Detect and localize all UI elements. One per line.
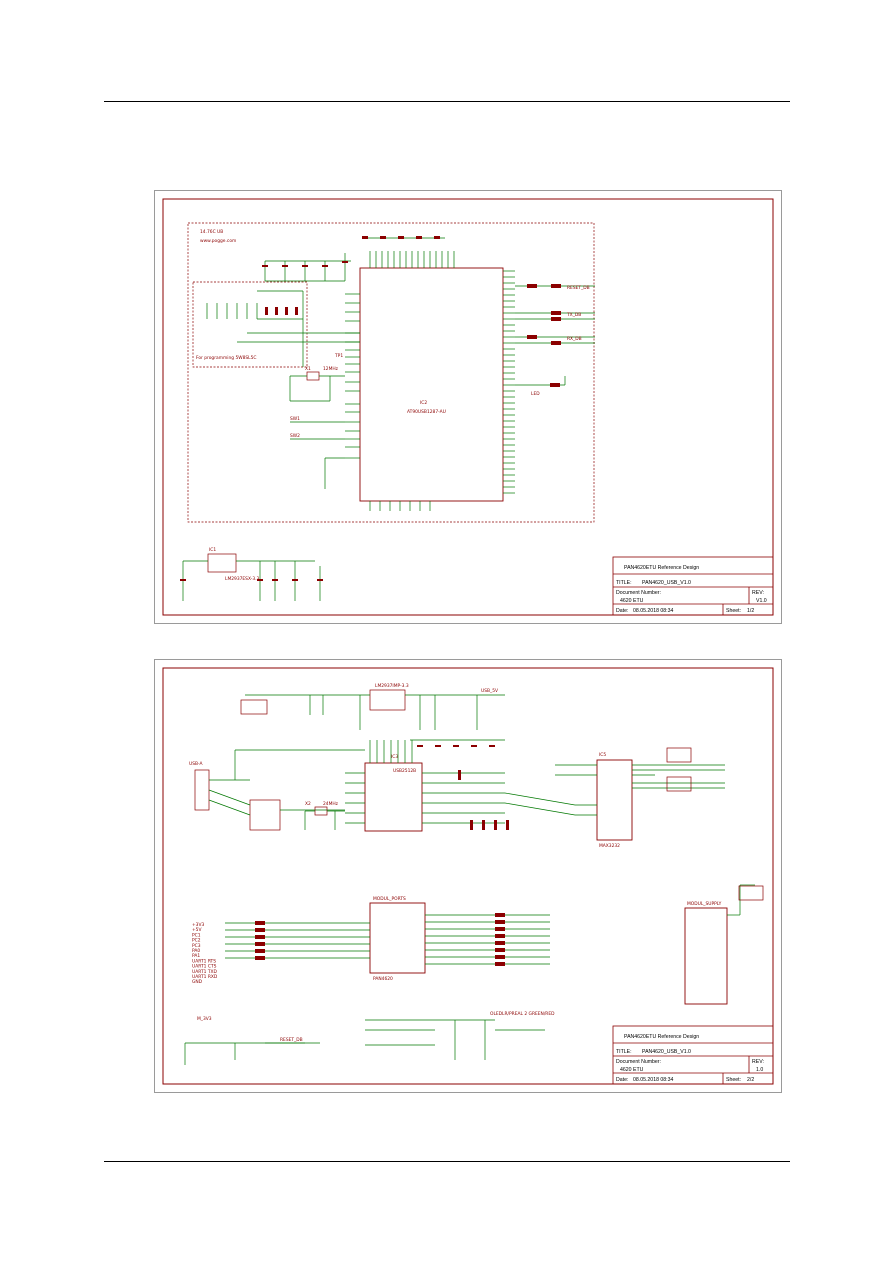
net-rx-db: RX_DB xyxy=(567,336,582,342)
schematic-sheet-1: 14.76C UB www.pogge.com For programming … xyxy=(154,190,782,624)
connector-pin-label: PA0 xyxy=(192,948,200,954)
connector-pin-label: +3V3 xyxy=(192,922,204,928)
crystal-freq: 12MHz xyxy=(323,366,339,372)
connector-pin-label: UART1 RXD xyxy=(192,974,218,980)
title-block-2 xyxy=(612,1025,774,1085)
rs232-body xyxy=(596,759,633,841)
module-ports-label: MODUL_PORTS xyxy=(373,896,406,902)
rs232-ref: IC5 xyxy=(599,752,606,758)
crystal-2-ref: X2 xyxy=(305,801,311,807)
tb2-doc-value: 4620 ETU xyxy=(620,1067,644,1073)
tb2-title-label: TITLE: xyxy=(616,1049,632,1055)
tb2-rev-value: 1.0 xyxy=(756,1067,763,1073)
net-tx-db: TX_DB xyxy=(566,312,581,318)
header-rule xyxy=(104,101,790,102)
top-note-1: 14.76C UB xyxy=(200,229,223,235)
mcu-body xyxy=(359,267,504,502)
tb1-title-label: TITLE: xyxy=(616,580,632,586)
net-reset-2: RESET_DB xyxy=(280,1037,303,1043)
module-ports-part: PAN4620 xyxy=(373,976,393,982)
tb1-rev-label: REV: xyxy=(752,590,764,596)
tb1-title-value: PAN4620_USB_V1.0 xyxy=(642,580,691,586)
schematic-1-drawing: 14.76C UB www.pogge.com For programming … xyxy=(162,198,774,616)
tb2-date-label: Date: xyxy=(616,1077,628,1083)
led-part-2: OLEDLR/PREAL 2 GREEN/RED xyxy=(490,1011,555,1017)
connector-pin-label: +5V xyxy=(192,927,201,933)
tb1-design-title: PAN4620ETU Reference Design xyxy=(624,565,699,571)
connector-pin-label: GND xyxy=(192,979,203,985)
switch-2: SW2 xyxy=(290,433,300,439)
schematic-2-drawing: LM2937IMP-3.3 USB_5V IC3 USB2512B USB- xyxy=(162,667,774,1085)
mcu-part: AT90USB1287-AU xyxy=(407,409,446,415)
connector-pin-label: PC3 xyxy=(192,943,201,949)
tb1-sheet-value: 1/2 xyxy=(747,608,754,614)
tb1-date-label: Date: xyxy=(616,608,628,614)
tb1-rev-value: V1.0 xyxy=(756,598,767,604)
title-block-1 xyxy=(612,556,774,616)
net-usb-5v: USB_5V xyxy=(481,688,498,694)
usb-hub-ref: IC3 xyxy=(391,754,398,760)
schematic-sheet-2: LM2937IMP-3.3 USB_5V IC3 USB2512B USB- xyxy=(154,659,782,1093)
tb2-sheet-value: 2/2 xyxy=(747,1077,754,1083)
net-reset-db: RESET_DB xyxy=(567,285,590,291)
footer-rule xyxy=(104,1161,790,1162)
regulator-part: LM2937ESX-3.3 xyxy=(225,576,260,582)
top-note-2: www.pogge.com xyxy=(200,239,236,244)
tb2-title-value: PAN4620_USB_V1.0 xyxy=(642,1049,691,1055)
connector-pin-label: PA1 xyxy=(192,953,200,959)
crystal-2-freq: 24MHz xyxy=(323,801,339,807)
connector-pin-label: UART1 CTS xyxy=(192,964,217,970)
module-ports-body xyxy=(369,902,426,974)
module-supply-label: MODUL_SUPPLY xyxy=(687,901,722,907)
usb-hub-body xyxy=(364,762,423,832)
rs232-part: MAX3232 xyxy=(599,843,620,849)
connector-pin-label: PC1 xyxy=(192,932,201,938)
tb1-doc-value: 4620 ETU xyxy=(620,598,644,604)
switch-1: SW1 xyxy=(290,416,300,422)
tb1-sheet-label: Sheet: xyxy=(726,608,741,614)
connector-pin-label: UART1 RTS xyxy=(192,958,216,964)
tb2-date-value: 08.05.2018 08:34 xyxy=(633,1077,674,1083)
tb1-date-value: 08.05.2018 08:34 xyxy=(633,608,674,614)
usb-connector: USB-A xyxy=(189,761,203,767)
tb2-rev-label: REV: xyxy=(752,1059,764,1065)
led-label: LED xyxy=(531,391,540,397)
net-3v3: M_3V3 xyxy=(197,1016,212,1022)
connector-pin-label: PC2 xyxy=(192,938,201,944)
crystal-ref: X1 xyxy=(305,366,311,372)
programming-note: For programming 5W8SL5C xyxy=(196,355,256,361)
test-point: TP1 xyxy=(334,353,343,359)
usb-hub-part: USB2512B xyxy=(393,768,416,774)
module-supply-body xyxy=(684,907,728,1005)
regulator-2-part: LM2937IMP-3.3 xyxy=(375,683,409,689)
tb2-doc-label: Document Number: xyxy=(616,1059,661,1065)
tb2-sheet-label: Sheet: xyxy=(726,1077,741,1083)
connector-pin-label: UART1 TXD xyxy=(192,969,218,975)
tb2-design-title: PAN4620ETU Reference Design xyxy=(624,1034,699,1040)
regulator-ref: IC1 xyxy=(209,547,216,553)
mcu-name: IC2 xyxy=(420,400,427,406)
tb1-doc-label: Document Number: xyxy=(616,590,661,596)
